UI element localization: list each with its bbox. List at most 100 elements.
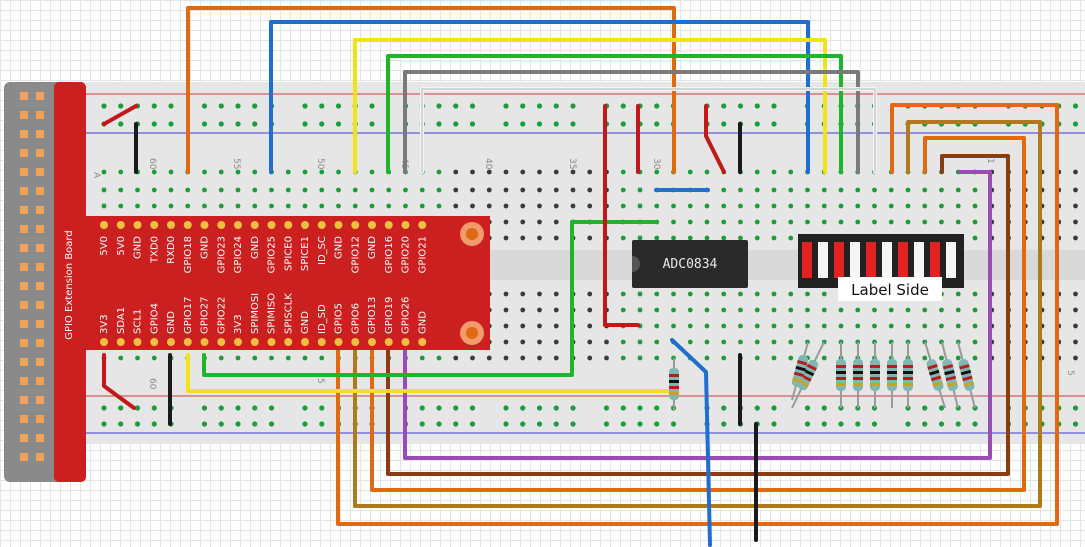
column-number-60-bottom: 60 [147, 378, 157, 390]
breadboard-hole [721, 291, 727, 297]
breadboard-hole [537, 355, 542, 361]
breadboard-hole [285, 187, 291, 193]
breadboard-hole [537, 291, 542, 297]
resistor-band [870, 383, 880, 386]
rail-hole [503, 103, 509, 109]
breadboard-hole [252, 203, 258, 209]
label-side-text: Label Side [851, 281, 929, 299]
pin-label-top: GND [133, 236, 144, 259]
rail-hole [252, 121, 258, 127]
breadboard-hole [269, 203, 274, 209]
breadboard-hole [503, 203, 509, 209]
rail-hole [938, 421, 945, 427]
header-pin-bottom [368, 338, 376, 346]
breadboard-hole [922, 203, 928, 209]
column-number-35: 35 [567, 158, 577, 169]
breadboard-hole [872, 187, 877, 193]
bar-segment [802, 242, 812, 278]
breadboard-hole [369, 203, 375, 209]
rail-hole [721, 103, 727, 109]
gpio-extension-board: GPIO Extension Board 5V03V35V0SDA1GNDSCL… [4, 82, 490, 482]
breadboard-hole [1073, 339, 1078, 345]
resistor-band [930, 375, 942, 382]
pin-label-bottom: SDA1 [116, 307, 127, 334]
breadboard-hole [319, 169, 325, 175]
connector-pin [36, 244, 44, 252]
wire-orange-lower-2 [336, 103, 1059, 526]
breadboard-hole [470, 187, 475, 193]
pin-label-top: GND [200, 236, 211, 259]
rail-hole [319, 421, 325, 427]
breadboard-hole [369, 187, 375, 193]
header-pin-top [418, 221, 427, 229]
breadboard-hole [738, 203, 743, 209]
breadboard-hole [151, 203, 157, 209]
rail-hole [771, 121, 777, 127]
breadboard-hole [537, 235, 542, 241]
rail-hole [118, 103, 124, 109]
breadboard-hole [805, 291, 810, 297]
breadboard-hole [855, 219, 861, 225]
breadboard-hole [922, 323, 928, 329]
breadboard-hole [939, 355, 944, 361]
resistor [941, 341, 959, 409]
breadboard-hole [972, 219, 978, 225]
resistor [887, 342, 897, 408]
breadboard-hole [704, 203, 710, 209]
rail-hole [654, 405, 660, 411]
wire-ochre-lower-1 [353, 120, 1042, 508]
breadboard-hole [788, 169, 794, 175]
breadboard-hole [336, 203, 341, 209]
breadboard-hole [520, 307, 526, 313]
rail-hole [905, 421, 911, 427]
breadboard-hole [101, 203, 107, 209]
breadboard-hole [604, 339, 609, 345]
resistor-band [962, 375, 973, 382]
breadboard-hole [972, 203, 978, 209]
header-pin-bottom [200, 338, 209, 346]
breadboard-hole [955, 203, 961, 209]
bargraph-segments [802, 242, 956, 278]
breadboard-hole [1073, 169, 1078, 175]
resistor [903, 342, 913, 408]
resistor-band [903, 383, 913, 386]
breadboard-hole [269, 355, 274, 361]
breadboard-hole [620, 235, 626, 241]
breadboard-hole [771, 323, 777, 329]
resistor-band [932, 381, 943, 387]
resistor-band [836, 377, 846, 380]
breadboard-hole [637, 339, 643, 345]
header-pin-top [234, 221, 242, 229]
breadboard-hole [654, 169, 660, 175]
breadboard-hole [1073, 235, 1078, 241]
breadboard-hole [587, 235, 593, 241]
breadboard-hole [101, 187, 107, 193]
breadboard-hole [1073, 307, 1078, 313]
breadboard-hole [872, 323, 877, 329]
breadboard-hole [771, 169, 777, 175]
breadboard-hole [319, 203, 325, 209]
breadboard-hole [319, 187, 325, 193]
board-edge [54, 82, 86, 482]
rail-hole [922, 421, 928, 427]
breadboard-hole [738, 339, 743, 345]
header-pin-top [250, 221, 259, 229]
resistor-body [791, 355, 809, 387]
resistor-casing [853, 359, 863, 391]
rail-hole [553, 103, 559, 109]
connector-pin [20, 168, 28, 176]
rail-hole [235, 421, 241, 427]
row-letter-a: A [91, 172, 101, 179]
resistor-band [942, 364, 954, 370]
breadboard-hole [302, 355, 308, 361]
header-pin-bottom [250, 338, 259, 346]
breadboard-hole [821, 291, 827, 297]
breadboard-hole [168, 203, 174, 209]
connector-pin [20, 396, 28, 404]
connector-pin [36, 92, 44, 100]
breadboard-hole [671, 219, 676, 225]
header-pin-bottom [317, 338, 326, 346]
resistor-band [929, 369, 940, 376]
resistor-band [793, 371, 805, 378]
breadboard-hole [771, 187, 777, 193]
